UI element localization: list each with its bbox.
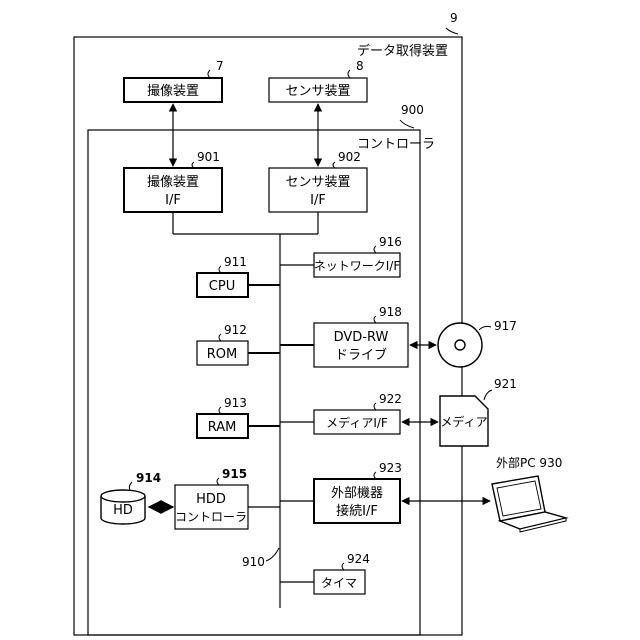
controller-leader [400,120,414,128]
sensor-interface-id: 902 [338,150,361,164]
hdd-controller-line2: コントローラ [175,510,247,524]
hd-leader [129,482,132,490]
sensor-interface-line1: センサ装置 [285,175,350,190]
external-interface-id: 923 [379,461,402,475]
ram-leader [219,407,221,414]
media-interface: メディアI/F 922 [314,392,402,434]
hdd-controller-block: HDD コントローラ 915 [175,467,248,529]
camera-interface-id: 901 [197,150,220,164]
optical-disc: 917 [438,319,517,367]
system-id: 9 [450,11,458,25]
cpu-label: CPU [209,279,235,294]
hd-id: 914 [136,471,161,485]
external-interface-line2: 接続I/F [336,503,378,519]
hdd-controller-leader [217,478,219,485]
hdd-controller-line1: HDD [196,492,226,507]
media-interface-label: メディアI/F [326,415,388,430]
network-interface-id: 916 [379,235,402,249]
media-card-leader [484,390,492,400]
rom-label: ROM [207,347,237,362]
timer-id: 924 [347,552,370,566]
system-title: データ取得装置 [357,43,448,59]
hd-label: HD [113,503,133,518]
timer-leader [342,563,344,570]
sensor-device-label: センサ装置 [285,84,350,99]
network-interface: ネットワークI/F 916 [314,235,402,277]
external-interface-leader [374,472,376,479]
network-interface-label: ネットワークI/F [314,259,401,273]
rom-id: 912 [224,323,247,337]
camera-device-id: 7 [216,59,224,73]
cpu-block: CPU 911 [197,255,248,297]
dvd-drive: DVD-RW ドライブ 918 [314,305,408,367]
timer-label: タイマ [321,576,357,590]
camera-interface-line2: I/F [165,193,181,208]
laptop-icon [492,476,566,532]
sensor-interface-line2: I/F [310,193,326,208]
controller-title: コントローラ [357,137,435,152]
network-interface-leader [374,246,376,253]
camera-interface-line1: 撮像装置 [147,174,199,190]
dvd-drive-id: 918 [379,305,402,319]
sensor-device: センサ装置 8 [269,59,367,102]
media-card-label: メディア [440,414,487,429]
hd-disk: HD 914 [101,471,161,524]
dvd-drive-leader [374,316,376,323]
ram-label: RAM [208,420,237,435]
cpu-leader [219,266,221,273]
media-interface-leader [374,403,376,410]
system-leader [446,28,458,34]
cpu-id: 911 [224,255,247,269]
camera-device-leader [208,70,210,78]
camera-device-label: 撮像装置 [147,83,199,99]
sensor-device-id: 8 [356,59,364,73]
ram-id: 913 [224,396,247,410]
sensor-interface-leader [333,162,335,168]
media-card: メディア 921 [440,377,517,446]
controller-id: 900 [401,103,424,117]
ram-block: RAM 913 [197,396,248,438]
camera-device: 撮像装置 7 [124,59,224,102]
dvd-drive-line1: DVD-RW [334,330,389,345]
external-interface-line1: 外部機器 [331,486,383,501]
sensor-device-leader [348,70,350,78]
rom-leader [219,334,221,341]
optical-disc-id: 917 [494,319,517,333]
external-interface: 外部機器 接続I/F 923 [314,461,402,523]
bus-id: 910 [242,555,265,569]
optical-disc-leader [479,326,491,330]
media-card-id: 921 [494,377,517,391]
rom-block: ROM 912 [197,323,248,365]
timer-block: タイマ 924 [314,552,370,594]
dvd-drive-line2: ドライブ [335,347,387,363]
external-pc-label: 外部PC 930 [496,455,562,470]
bus-leader [266,548,279,561]
hdd-controller-id: 915 [222,467,247,481]
media-interface-id: 922 [379,392,402,406]
